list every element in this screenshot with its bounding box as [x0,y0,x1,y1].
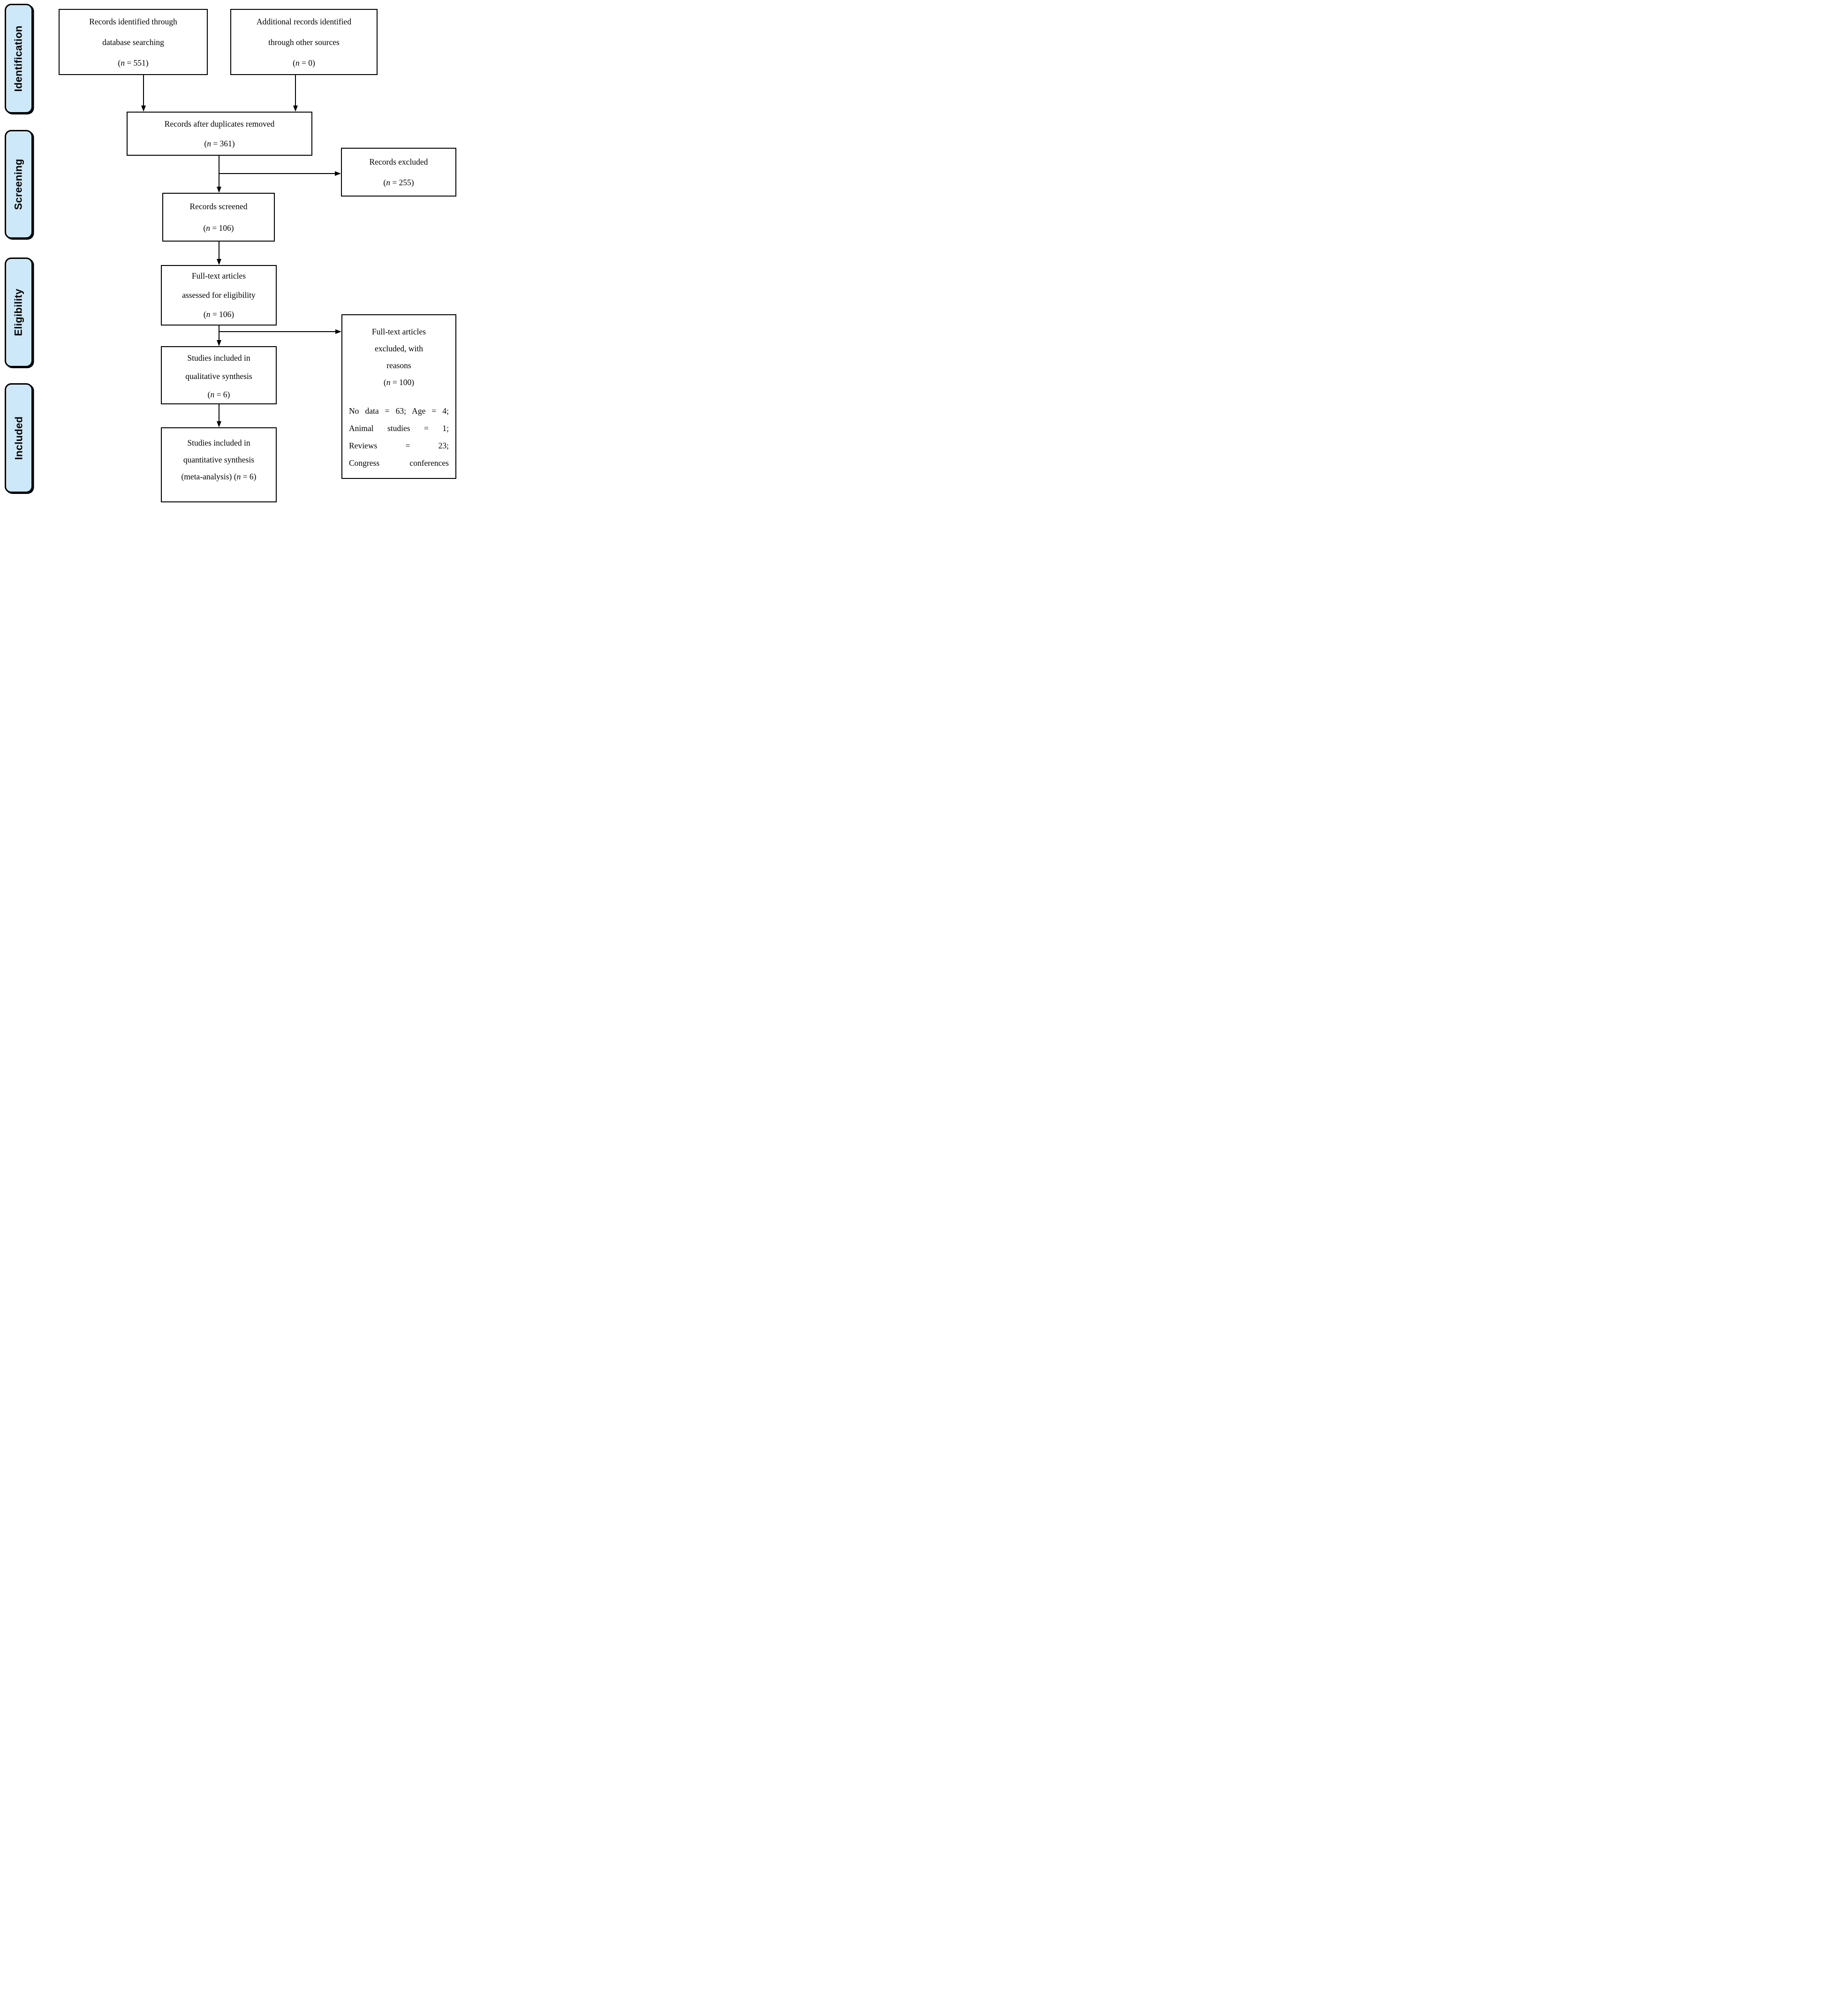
n-var: n [386,178,390,187]
stage-screening: Screening [5,130,33,239]
n-open: ( [383,378,386,387]
box-fulltext-excluded: Full-text articles excluded, with reason… [341,314,456,479]
box-text-line: quantitative synthesis [183,455,255,464]
n-open: ( [203,310,206,319]
n-value: = 6) [214,390,230,399]
stage-label: Included [13,416,25,460]
connector-screened-down [218,242,220,260]
exclusion-reasons-list: No data = 63; Age = 4; Animal studies = … [349,402,449,472]
box-text-line: Additional records identified [256,16,352,26]
stage-label: Eligibility [13,288,24,336]
n-value: = 6) [241,472,257,481]
box-n-line: (n = 100) [349,374,449,391]
n-value: = 255) [390,178,414,187]
box-quantitative-synthesis: Studies included in quantitative synthes… [161,427,277,502]
n-open: ( [383,178,386,187]
n-open: ( [118,58,121,68]
n-var: n [206,223,210,233]
connector-duplicates-down [218,156,220,188]
arrowhead-additional-to-duplicates [293,106,298,112]
box-text-line: reasons [386,361,411,370]
arrowhead-to-fulltext-excluded [335,329,341,334]
connector-branch-fulltext-excluded [219,331,335,333]
connector-identified-down [143,75,144,106]
box-text-line: qualitative synthesis [185,371,252,381]
n-open: ( [204,139,207,148]
n-var: n [121,58,125,68]
box-n-line: (n = 6) [162,386,276,404]
n-value: = 551) [124,58,149,68]
box-text-line: Records excluded [369,157,428,167]
box-text-line: Records after duplicates removed [164,119,275,129]
n-var: n [386,378,391,387]
box-n-line: (n = 551) [60,53,207,73]
arrowhead-qualitative-to-quantitative [216,421,221,427]
stage-label: Screening [13,159,25,210]
n-var: n [210,390,215,399]
box-duplicates-removed: Records after duplicates removed (n = 36… [127,112,312,156]
box-text-line: Records identified through [89,16,177,26]
box-text-line: Full-text articles [371,327,426,336]
exclusion-reason: Reviews = 23; [349,441,449,450]
box-qualitative-synthesis: Studies included in qualitative synthesi… [161,346,277,404]
connector-qualitative-down [218,404,220,422]
n-open: ( [203,223,206,233]
arrowhead-identified-to-duplicates [141,106,146,112]
box-text-line: database searching [102,37,164,47]
stage-identification: Identification [5,4,33,114]
box-n-line: (n = 0) [231,53,377,73]
box-text-line: Full-text articles [191,271,246,280]
n-value: = 106) [210,310,234,319]
n-value: = 0) [299,58,315,68]
n-var: n [236,472,241,481]
prisma-flow-diagram: Identification Screening Eligibility Inc… [0,0,460,504]
stage-included: Included [5,383,33,493]
n-var: n [207,139,211,148]
n-var: n [295,58,300,68]
box-text-line: excluded, with [374,344,424,353]
arrowhead-duplicates-to-screened [216,187,221,193]
stage-label: Identification [13,25,24,92]
n-open: ( [293,58,295,68]
box-n-line: (n = 106) [162,305,276,324]
box-records-identified: Records identified through database sear… [59,9,208,75]
exclusion-reason: Animal studies = 1; [349,424,449,433]
arrowhead-to-records-excluded [335,171,341,176]
stage-eligibility: Eligibility [5,258,33,367]
arrowhead-fulltext-to-qualitative [216,340,221,346]
box-text-line: Studies included in [187,353,250,363]
connector-branch-records-excluded [219,173,335,174]
connector-additional-down [295,75,296,106]
n-value: = 106) [210,223,234,233]
box-n-line: (n = 106) [163,217,274,239]
n-open: ( [207,390,211,399]
box-text-line: Studies included in [187,438,250,447]
meta-analysis-label: (meta-analysis) ( [181,472,237,481]
box-additional-records: Additional records identified through ot… [230,9,378,75]
exclusion-reason: Congress conferences [349,458,449,468]
exclusion-reason: No data = 63; Age = 4; [349,406,449,416]
box-n-line: (meta-analysis) (n = 6) [162,468,276,485]
box-text-line: Records screened [189,202,248,211]
box-records-excluded: Records excluded (n = 255) [341,148,456,197]
n-value: = 100) [390,378,415,387]
box-n-line: (n = 361) [128,134,311,153]
n-value: = 361) [211,139,235,148]
box-fulltext-assessed: Full-text articles assessed for eligibil… [161,265,277,326]
box-n-line: (n = 255) [342,172,455,193]
n-var: n [206,310,211,319]
arrowhead-screened-to-fulltext [216,259,221,265]
box-text-line: through other sources [268,37,340,47]
box-text-line: assessed for eligibility [182,290,256,300]
box-records-screened: Records screened (n = 106) [162,193,275,242]
connector-fulltext-down [218,326,220,341]
